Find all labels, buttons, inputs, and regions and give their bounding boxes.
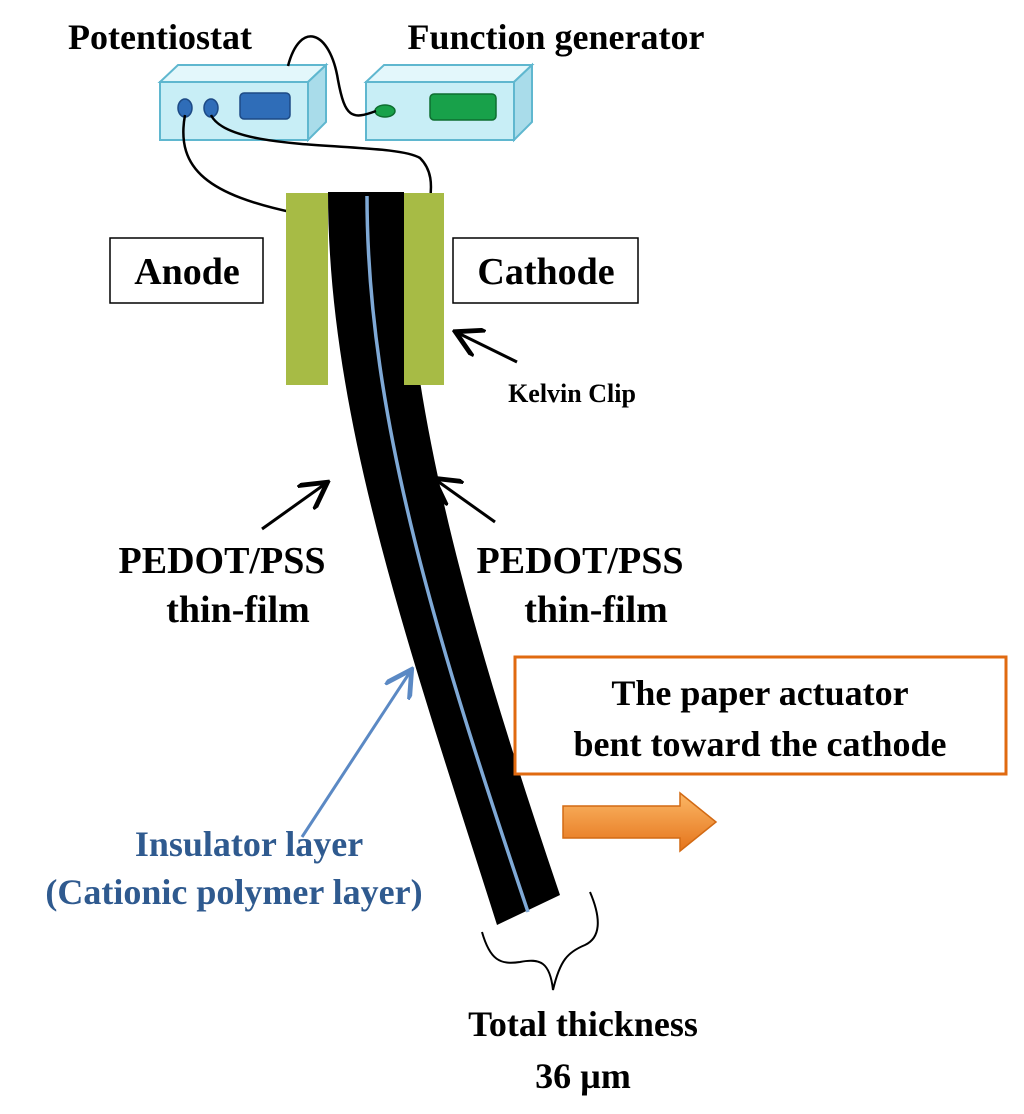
- generator-terminal: [374, 104, 396, 118]
- terminal-left: [177, 98, 193, 118]
- pedot-left-arrow: [261, 484, 325, 531]
- anode-label: Anode: [134, 251, 240, 293]
- insulator-label-line2: (Cationic polymer layer): [45, 872, 422, 912]
- paper-actuator: [328, 192, 560, 925]
- actuator-strip: [328, 192, 560, 925]
- pedot-left-label-line2: thin-film: [166, 589, 310, 631]
- potentiostat-label: Potentiostat: [68, 17, 252, 57]
- terminal-right: [203, 98, 219, 118]
- insulator-label-line1: Insulator layer: [135, 824, 363, 864]
- insulator-line: [365, 195, 530, 913]
- kelvin-clip-label: Kelvin Clip: [508, 379, 636, 408]
- potentiostat-device: [157, 62, 329, 143]
- bend-direction-arrow: [562, 791, 718, 853]
- cathode-box: [452, 237, 639, 304]
- result-label-line2: bent toward the cathode: [574, 724, 947, 764]
- result-label-line1: The paper actuator: [611, 673, 908, 713]
- thickness-label-line1: Total thickness: [468, 1004, 698, 1044]
- pedot-left-label-line1: PEDOT/PSS: [119, 540, 326, 582]
- kelvin-clip-arrow: [458, 333, 518, 364]
- pedot-right-arrow: [436, 480, 496, 524]
- thickness-label-line2: 36 µm: [535, 1056, 631, 1096]
- generator-screen: [429, 93, 497, 121]
- function-generator-device: [363, 62, 535, 143]
- anode-box: [109, 237, 264, 304]
- function-generator-label: Function generator: [408, 17, 705, 57]
- clip-jaw-right: [404, 193, 444, 385]
- clip-jaw-left: [286, 193, 328, 385]
- result-box: [513, 655, 1008, 776]
- potentiostat-screen: [239, 92, 291, 120]
- wires: [182, 35, 433, 215]
- pedot-right-label-line1: PEDOT/PSS: [477, 540, 684, 582]
- pedot-right-label-line2: thin-film: [524, 589, 668, 631]
- insulator-arrow: [300, 672, 410, 838]
- thickness-brace: [481, 891, 599, 991]
- cathode-label: Cathode: [477, 251, 614, 293]
